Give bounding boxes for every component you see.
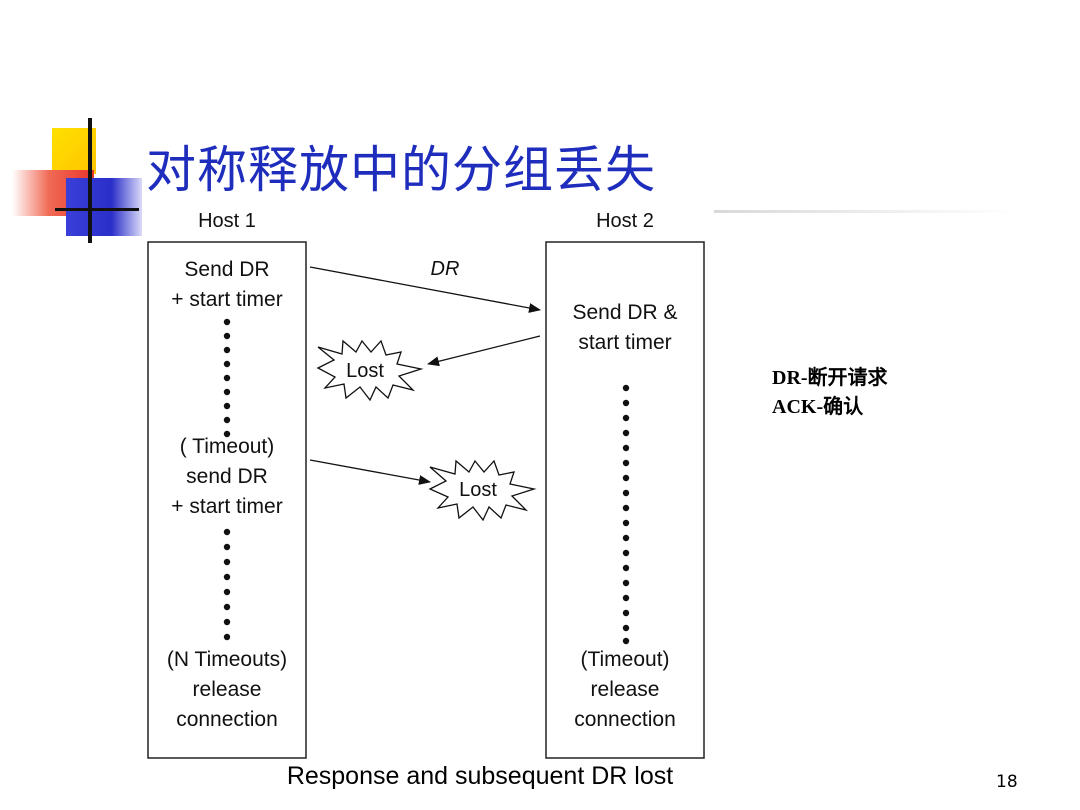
host1-send-dr-line2: + start timer xyxy=(171,288,283,311)
host1-timeout-line2: send DR xyxy=(186,465,268,488)
host1-send-dr-line1: Send DR xyxy=(184,258,270,281)
legend-dr: DR-断开请求 xyxy=(772,367,888,389)
host1-timeout-line1: ( Timeout) xyxy=(179,435,275,458)
host2-timeout-text: (Timeout) release connection xyxy=(546,645,704,735)
dr-arrow-host1-to-host2 xyxy=(309,266,541,313)
host1-box xyxy=(147,241,307,759)
host2-timeout-line1: (Timeout) xyxy=(580,648,670,671)
host2-label: Host 2 xyxy=(596,210,654,232)
host1-timeout-text: ( Timeout) send DR + start timer xyxy=(148,432,306,522)
host1-dots-upper xyxy=(223,318,231,438)
slide-title: 对称释放中的分组丢失 xyxy=(146,141,656,199)
host1-dots-lower xyxy=(223,528,231,641)
host2-timeout-line3: connection xyxy=(574,708,676,731)
host1-n-timeouts-line2: release xyxy=(192,678,262,701)
logo-decoration xyxy=(0,0,145,245)
host1-label: Host 1 xyxy=(198,210,256,232)
dr-arrow-host2-to-lost xyxy=(427,335,541,367)
lost-label-1: Lost xyxy=(346,360,384,382)
host2-send-dr-text: Send DR & start timer xyxy=(546,298,704,358)
logo-horizontal-line xyxy=(55,208,139,211)
dr-arrow-host1-to-lost xyxy=(309,459,431,485)
dr-message-label: DR xyxy=(430,258,460,280)
lost-burst-2 xyxy=(428,459,537,522)
abbreviation-legend: DR-断开请求 ACK-确认 xyxy=(772,364,888,422)
host2-send-dr-line1: Send DR & xyxy=(572,301,678,324)
host1-timeout-line3: + start timer xyxy=(171,495,283,518)
host2-send-dr-line2: start timer xyxy=(578,331,672,354)
lost-burst-1 xyxy=(316,339,424,402)
logo-blue-bar xyxy=(66,178,142,236)
legend-ack: ACK-确认 xyxy=(772,396,864,418)
host1-n-timeouts-text: (N Timeouts) release connection xyxy=(148,645,306,735)
logo-vertical-line xyxy=(88,118,92,243)
host2-box xyxy=(545,241,705,759)
lost-label-2: Lost xyxy=(459,479,497,501)
host2-timeout-line2: release xyxy=(590,678,660,701)
title-underline xyxy=(714,210,1020,213)
figure-caption: Response and subsequent DR lost xyxy=(286,762,674,790)
host1-n-timeouts-line1: (N Timeouts) xyxy=(166,648,288,671)
host1-send-dr-text: Send DR + start timer xyxy=(148,255,306,315)
page-number: 18 xyxy=(996,772,1018,792)
host1-n-timeouts-line3: connection xyxy=(176,708,278,731)
host2-dots xyxy=(622,384,630,645)
